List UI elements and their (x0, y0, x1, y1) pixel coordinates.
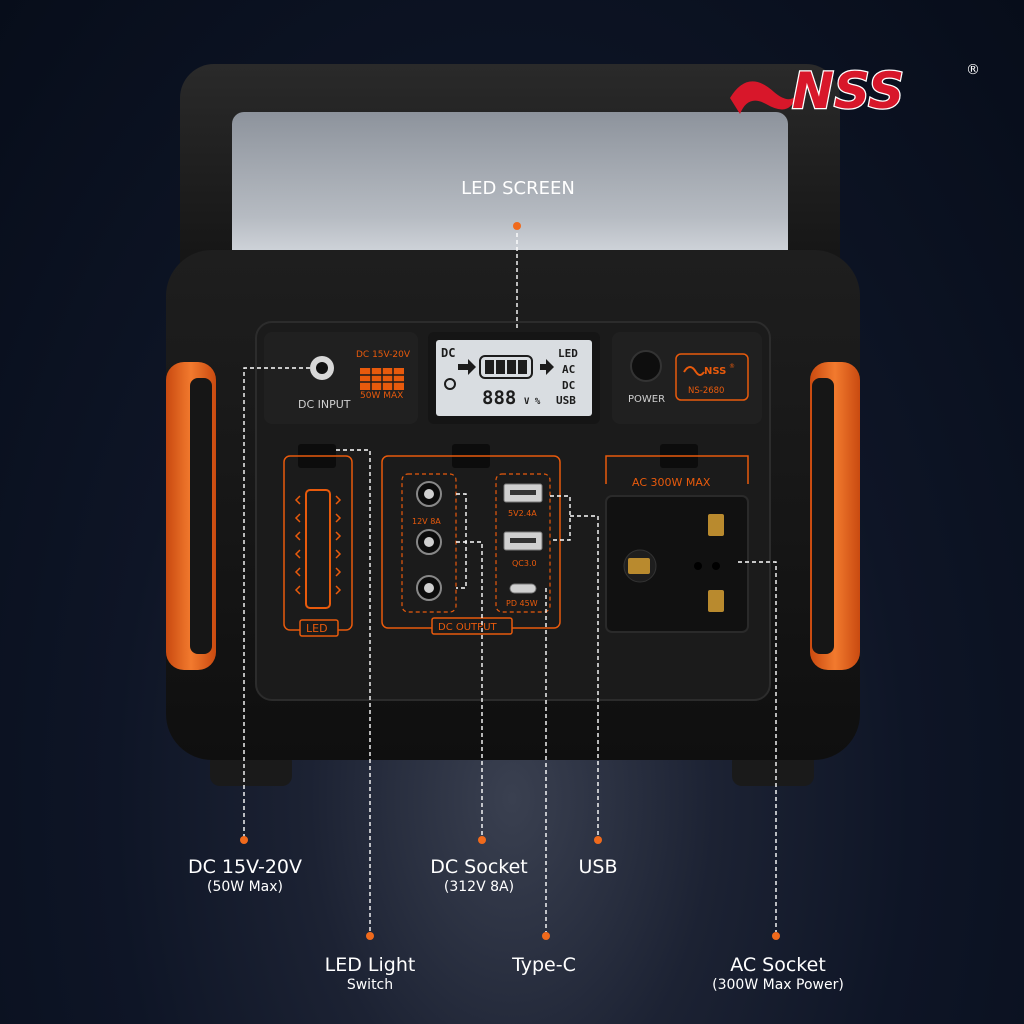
dc-5521-port (416, 481, 442, 601)
arrow-out-icon (540, 359, 554, 375)
callout-usb: USB (568, 856, 628, 878)
callout-led-light-sub: Switch (346, 977, 394, 993)
model-badge (675, 353, 749, 401)
lcd-dc-label: DC (441, 346, 455, 360)
brand-registered: ® (966, 62, 980, 78)
brand-logo-text: NSS (792, 62, 904, 120)
handle-window (232, 112, 788, 262)
lcd-usb-item: USB (556, 394, 576, 407)
dc-input-bay (264, 332, 418, 424)
lcd-digits: 888 (482, 387, 516, 409)
solar-panel-icon (360, 368, 404, 390)
dc-input-caption: DC INPUT (298, 398, 351, 411)
badge-brand: NSS (704, 366, 726, 377)
foot-left (210, 752, 292, 786)
callout-type-c-main: Type-C (512, 954, 576, 976)
callout-lines (243, 226, 777, 932)
brand-swoosh-icon (730, 81, 796, 114)
lcd-dc-item: DC (562, 379, 575, 392)
callout-ac-socket-main: AC Socket (730, 954, 826, 976)
typec-port (509, 583, 537, 594)
power-bay (612, 332, 762, 424)
callout-type-c: Type-C (494, 954, 594, 976)
callout-led-light: LED Light Switch (308, 954, 432, 993)
lcd-led-item: LED (558, 347, 578, 360)
dc-input-max: 50W MAX (360, 391, 403, 401)
ac-header-label: AC 300W MAX (632, 476, 711, 489)
dc-output-block: 12V 8A 5V2.4A QC3.0 PD 45W DC OUTPUT (381, 444, 561, 635)
arrow-in-icon (458, 359, 476, 375)
badge-registered: ® (729, 363, 735, 370)
carry-handle (180, 64, 840, 294)
lcd-ac-item: AC (562, 363, 575, 376)
callout-ac-socket: AC Socket (300W Max Power) (690, 954, 866, 993)
led-panel-label: LED (306, 622, 328, 635)
brand-logo: NSS ® (730, 61, 980, 121)
dc-output-rating: 12V 8A (412, 517, 441, 526)
callout-ac-socket-sub: (300W Max Power) (712, 977, 844, 993)
usb-port-2-label: QC3.0 (512, 559, 537, 568)
badge-logo-icon (683, 366, 705, 376)
callout-dc-input-main: DC 15V-20V (187, 856, 303, 878)
lcd-units: V % (524, 397, 541, 407)
callout-led-light-main: LED Light (324, 954, 416, 976)
callout-dc-socket: DC Socket (312V 8A) (414, 856, 544, 895)
foot-right (732, 752, 814, 786)
callout-dots (240, 222, 780, 940)
dc-output-label: DC OUTPUT (438, 622, 498, 633)
callout-dc-input: DC 15V-20V (50W Max) (174, 856, 316, 895)
typec-label: PD 45W (506, 599, 538, 608)
fan-icon (444, 378, 456, 390)
callout-led-screen: LED SCREEN (438, 178, 598, 199)
callout-dc-socket-main: DC Socket (430, 856, 528, 878)
callout-usb-main: USB (578, 856, 618, 878)
power-button (630, 350, 662, 382)
led-light-bar (305, 489, 331, 609)
ac-output-block: AC 300W MAX (605, 444, 749, 633)
badge-model: NS-2680 (688, 386, 724, 396)
callout-dc-socket-sub: (312V 8A) (443, 879, 515, 895)
battery-icon (479, 355, 533, 379)
usb-port-1-label: 5V2.4A (508, 509, 537, 518)
callout-dc-input-sub: (50W Max) (207, 879, 283, 895)
power-label: POWER (628, 394, 665, 405)
led-panel: LED (283, 444, 353, 637)
dc-input-rating: DC 15V-20V (356, 350, 411, 360)
callout-led-screen-text: LED SCREEN (461, 178, 575, 199)
